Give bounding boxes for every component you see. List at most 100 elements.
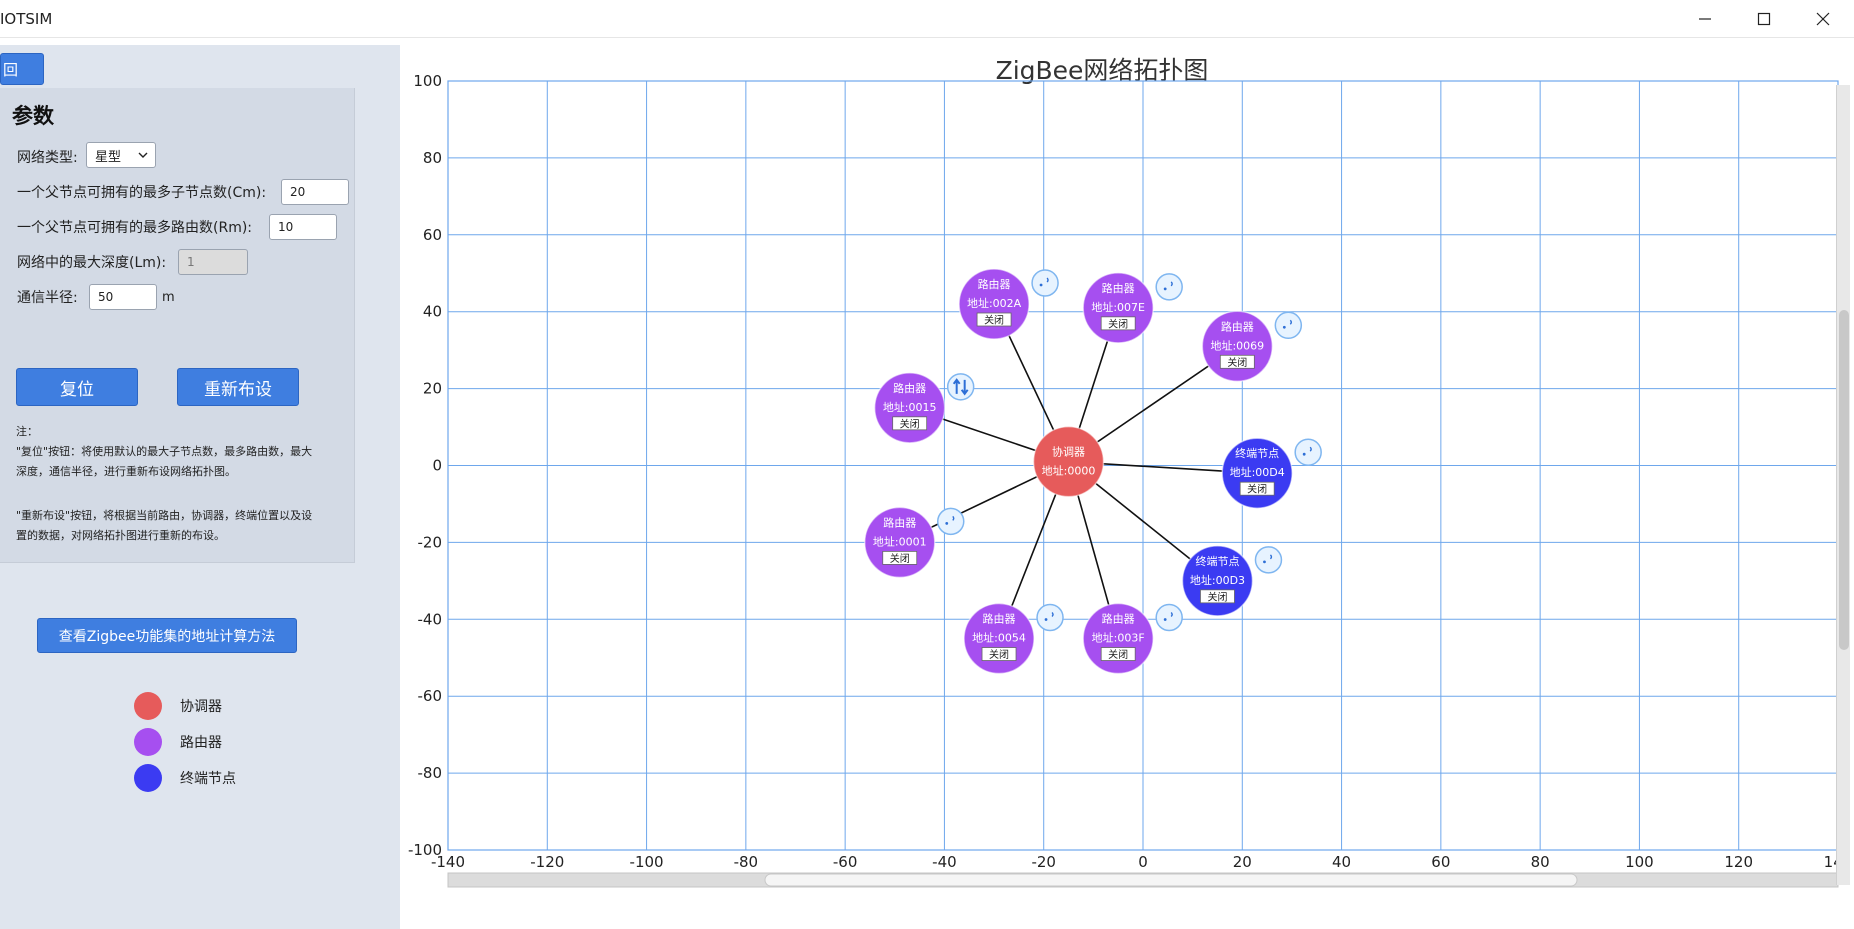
reset-button[interactable]: 复位	[16, 368, 138, 406]
node-circle	[1082, 602, 1154, 675]
signal-icon	[1155, 273, 1183, 301]
params-heading: 参数	[12, 104, 54, 128]
app-title: IOTSIM	[0, 10, 53, 28]
signal-icon	[1254, 546, 1283, 574]
node-address: 地址:00D4	[1230, 465, 1285, 479]
lm-input: 1	[178, 249, 248, 275]
note-line: "复位"按钮：将使用默认的最大子节点数，最多路由数，最大	[16, 445, 313, 458]
x-tick-label: -100	[630, 853, 664, 871]
node-close-button[interactable]: 关闭	[1100, 647, 1136, 662]
rm-input[interactable]: 10	[269, 214, 337, 240]
close-label: 关闭	[1108, 317, 1128, 330]
y-tick-label: 20	[423, 380, 442, 398]
node-circle	[958, 268, 1030, 340]
title-bar: IOTSIM	[0, 0, 1854, 38]
note-title: 注：	[16, 425, 38, 438]
signal-icon	[1031, 269, 1059, 297]
legend-label: 终端节点	[180, 771, 236, 787]
chart-title: ZigBee网络拓扑图	[996, 56, 1209, 85]
node-address: 地址:002A	[967, 296, 1022, 310]
y-tick-label: 0	[432, 457, 442, 475]
note-line: 置的数据，对网络拓扑图进行重新的布设。	[16, 529, 225, 542]
node-circle	[1221, 437, 1293, 509]
radius-label: 通信半径:	[17, 290, 78, 306]
minimize-button[interactable]	[1682, 4, 1728, 34]
cm-label: 一个父节点可拥有的最多子节点数(Cm):	[17, 185, 267, 201]
params-panel: 参数 网络类型: 星型 一个父节点可拥有的最多子节点数(Cm): 20 一个父节…	[0, 88, 355, 563]
node-close-button[interactable]: 关闭	[1239, 481, 1275, 496]
y-tick-label: -80	[418, 764, 443, 782]
y-tick-label: 60	[423, 226, 442, 244]
rm-label: 一个父节点可拥有的最多路由数(Rm):	[17, 220, 253, 236]
y-tick-label: -40	[418, 610, 443, 628]
vertical-scrollbar[interactable]	[1836, 85, 1850, 885]
node-circle	[1201, 310, 1274, 383]
node-address: 地址:00D3	[1190, 573, 1245, 587]
x-tick-label: 60	[1431, 853, 1450, 871]
node-close-button[interactable]: 关闭	[1200, 589, 1235, 604]
legend-label: 路由器	[180, 735, 222, 751]
node-close-button[interactable]: 关闭	[981, 647, 1017, 662]
node-close-button[interactable]: 关闭	[892, 416, 928, 431]
x-tick-label: 80	[1531, 853, 1550, 871]
close-button[interactable]	[1800, 4, 1846, 34]
node-close-button[interactable]: 关闭	[976, 312, 1012, 327]
relayout-button[interactable]: 重新布设	[177, 368, 299, 406]
network-type-label: 网络类型:	[17, 150, 78, 166]
x-tick-label: 120	[1724, 853, 1753, 871]
scrollbar-thumb[interactable]	[764, 873, 1578, 887]
minimize-icon	[1699, 18, 1711, 20]
node-circle	[963, 602, 1035, 675]
node-circle	[1082, 272, 1154, 344]
close-label: 关闭	[989, 648, 1009, 661]
horizontal-scrollbar[interactable]	[447, 872, 1839, 888]
close-label: 关闭	[890, 552, 910, 565]
address-calc-button[interactable]: 查看Zigbee功能集的地址计算方法	[37, 618, 297, 653]
node-role: 终端节点	[1195, 554, 1239, 568]
node-close-button[interactable]: 关闭	[1100, 316, 1136, 331]
scrollbar-thumb[interactable]	[1839, 310, 1849, 650]
maximize-button[interactable]	[1741, 4, 1787, 34]
back-button[interactable]: 回	[0, 53, 44, 85]
node-role: 路由器	[983, 612, 1016, 626]
x-tick-label: -140	[431, 853, 465, 871]
legend-end-device: 终端节点	[134, 764, 236, 792]
node-role: 路由器	[1102, 281, 1135, 295]
cm-input[interactable]: 20	[281, 179, 349, 205]
network-type-value: 星型	[95, 149, 122, 165]
chevron-down-icon	[138, 152, 148, 158]
close-label: 关闭	[1207, 590, 1227, 603]
node-close-button[interactable]: 关闭	[882, 550, 918, 565]
note-line: 深度，通信半径，进行重新布设网络拓扑图。	[16, 465, 236, 478]
x-tick-label: 20	[1233, 853, 1252, 871]
y-tick-label: -100	[408, 841, 442, 859]
node-role: 路由器	[883, 515, 916, 529]
network-type-select[interactable]: 星型	[86, 142, 156, 168]
signal-icon	[1155, 603, 1183, 632]
node-address: 地址:003F	[1092, 631, 1145, 645]
node-close-button[interactable]: 关闭	[1219, 354, 1255, 369]
x-tick-label: -20	[1031, 853, 1056, 871]
node-circle	[1181, 545, 1254, 617]
node-address: 地址:0001	[873, 534, 927, 548]
legend-coordinator: 协调器	[134, 692, 222, 720]
x-tick-label: 40	[1332, 853, 1351, 871]
node-address: 地址:0069	[1210, 338, 1264, 352]
legend-dot	[134, 728, 162, 756]
radius-input[interactable]: 50	[89, 284, 157, 310]
node-role: 协调器	[1052, 445, 1085, 459]
y-tick-label: -60	[418, 687, 443, 705]
close-label: 关闭	[1247, 483, 1267, 496]
